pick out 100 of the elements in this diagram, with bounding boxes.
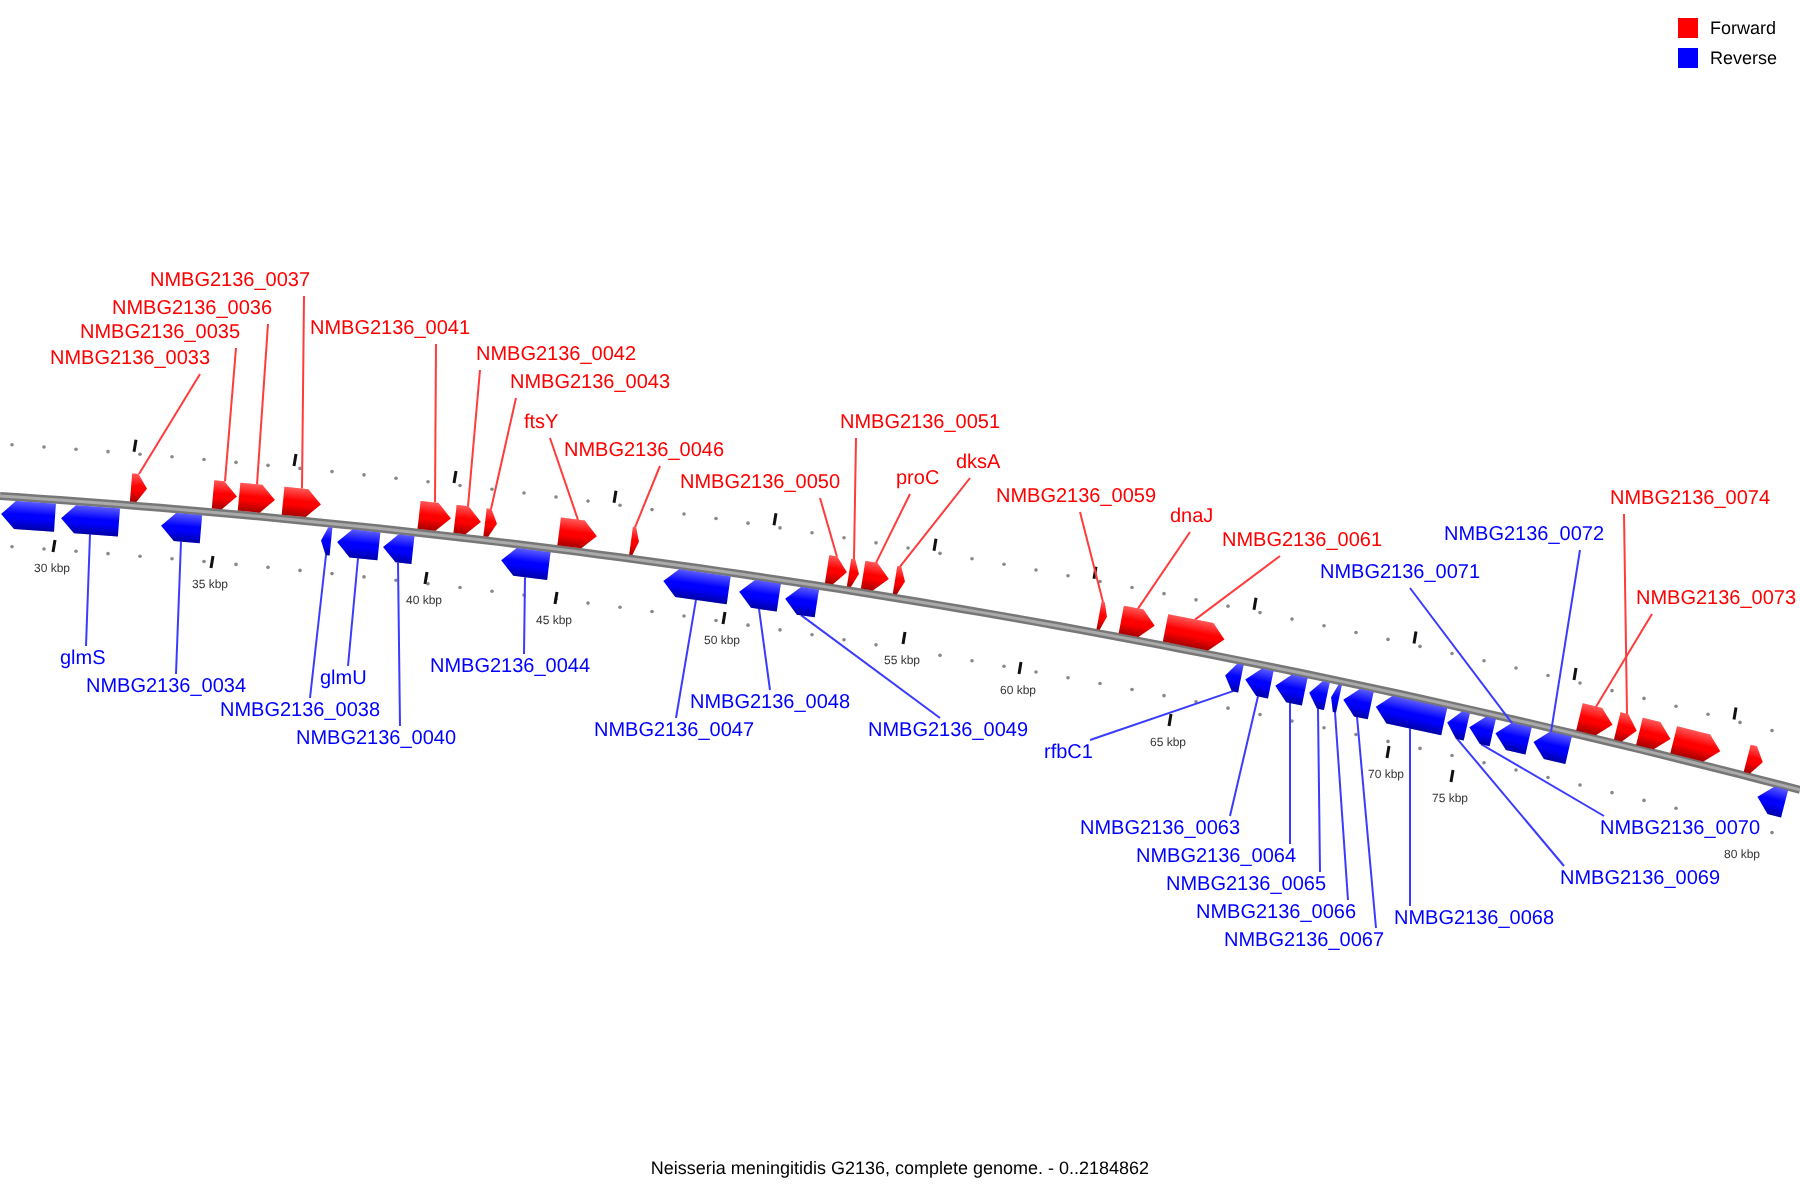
leader-line [800, 614, 941, 719]
leader-line [758, 607, 771, 691]
gene-block [663, 569, 731, 605]
leader-line [549, 437, 579, 521]
gene-block [629, 526, 639, 556]
gene-label: NMBG2136_0051 [840, 410, 1001, 438]
leader-line [634, 465, 661, 529]
gene-label: glmS [60, 646, 106, 674]
gene-block [483, 508, 497, 537]
caption: Neisseria meningitidis G2136, complete genome. - 0..2184862 [650, 1156, 1150, 1180]
gene-label: NMBG2136_0071 [1320, 560, 1481, 588]
gene-label: NMBG2136_0035 [80, 320, 241, 348]
leader-line [224, 347, 237, 483]
gene-block [61, 505, 120, 537]
gene-label: NMBG2136_0061 [1222, 528, 1383, 556]
gene-label: NMBG2136_0043 [510, 370, 671, 398]
gene-block [211, 480, 237, 510]
gene-block [1, 501, 56, 532]
gene-block [557, 517, 597, 549]
leader-line [1194, 555, 1281, 621]
gene-block [321, 527, 333, 556]
gene-label: dnaJ [1170, 504, 1214, 532]
gene-block [161, 513, 203, 544]
gene-label: glmU [320, 666, 367, 694]
gene-block [1636, 717, 1671, 750]
gene-label: ftsY [524, 410, 559, 438]
leader-line [138, 373, 201, 476]
gene-label: dksA [956, 450, 1001, 478]
leader-line [819, 497, 838, 558]
gene-block [1162, 614, 1225, 651]
gene-block [824, 555, 847, 585]
gene-block [417, 500, 451, 531]
gene-block [739, 580, 781, 612]
gene-block [1495, 722, 1532, 755]
gene-label: NMBG2136_0064 [1136, 844, 1297, 872]
leader-line [301, 295, 305, 490]
gene-label: NMBG2136_0040 [296, 726, 457, 754]
leader-line [1480, 743, 1605, 817]
gene-label: NMBG2136_0068 [1394, 906, 1555, 934]
gene-label: NMBG2136_0066 [1196, 900, 1357, 928]
leader-line [1089, 690, 1234, 741]
leader-line [175, 540, 182, 675]
gene-block [1469, 716, 1496, 747]
leader-line [434, 343, 437, 504]
gene-block [129, 473, 147, 502]
leader-line [523, 576, 526, 655]
gene-label: NMBG2136_0034 [86, 674, 247, 702]
gene-label: NMBG2136_0047 [594, 718, 755, 746]
leader-line [1229, 695, 1259, 817]
gene-block [846, 558, 859, 587]
leader-line [490, 397, 517, 511]
gene-label: NMBG2136_0067 [1224, 928, 1385, 956]
gene-label: proC [896, 466, 940, 494]
gene-label: rfbC1 [1044, 740, 1093, 768]
gene-label: NMBG2136_0037 [150, 268, 311, 296]
leader-line [1623, 513, 1628, 716]
leader-line [1317, 707, 1321, 873]
legend-label: Forward [1710, 16, 1777, 40]
gene-label: NMBG2136_0049 [868, 718, 1029, 746]
gene-label: NMBG2136_0070 [1600, 816, 1761, 844]
gene-block [785, 586, 819, 618]
leader-line [309, 554, 327, 699]
gene-label: NMBG2136_0036 [112, 296, 273, 324]
gene-label: NMBG2136_0072 [1444, 522, 1605, 550]
gene-block [1447, 711, 1470, 741]
leader-line [1409, 727, 1411, 907]
gene-label: NMBG2136_0059 [996, 484, 1157, 512]
gene-label: NMBG2136_0069 [1560, 866, 1721, 894]
gene-block [1309, 681, 1330, 711]
leader-line [853, 437, 857, 561]
leader-line [85, 533, 91, 647]
gene-label: NMBG2136_0033 [50, 346, 211, 374]
leader-line [1137, 531, 1191, 610]
leader-line [397, 561, 401, 727]
gene-label: NMBG2136_0065 [1166, 872, 1327, 900]
gene-block [1757, 786, 1789, 818]
gene-block [1245, 668, 1274, 699]
gene-block [1743, 744, 1763, 774]
leader-line [347, 557, 359, 667]
gene-block [237, 482, 275, 513]
leader-line [1334, 711, 1349, 901]
gene-block [1614, 712, 1637, 742]
gene-block [281, 486, 321, 517]
gene-block [1118, 605, 1155, 637]
gene-label: NMBG2136_0050 [680, 470, 841, 498]
leader-line [1409, 587, 1513, 725]
leader-line [1550, 549, 1581, 734]
gene-label: NMBG2136_0073 [1636, 586, 1797, 614]
gene-label: NMBG2136_0074 [1610, 486, 1771, 514]
leader-line [1079, 511, 1104, 604]
gene-block [1275, 674, 1308, 706]
leader-line [1289, 701, 1291, 845]
gene-label: NMBG2136_0048 [690, 690, 851, 718]
leader-line [1595, 613, 1653, 708]
leader-line [675, 598, 697, 719]
gene-block [1576, 703, 1613, 736]
gene-block [501, 548, 551, 580]
gene-label: NMBG2136_0041 [310, 316, 471, 344]
leader-line [256, 323, 269, 486]
leader-line [467, 369, 481, 508]
